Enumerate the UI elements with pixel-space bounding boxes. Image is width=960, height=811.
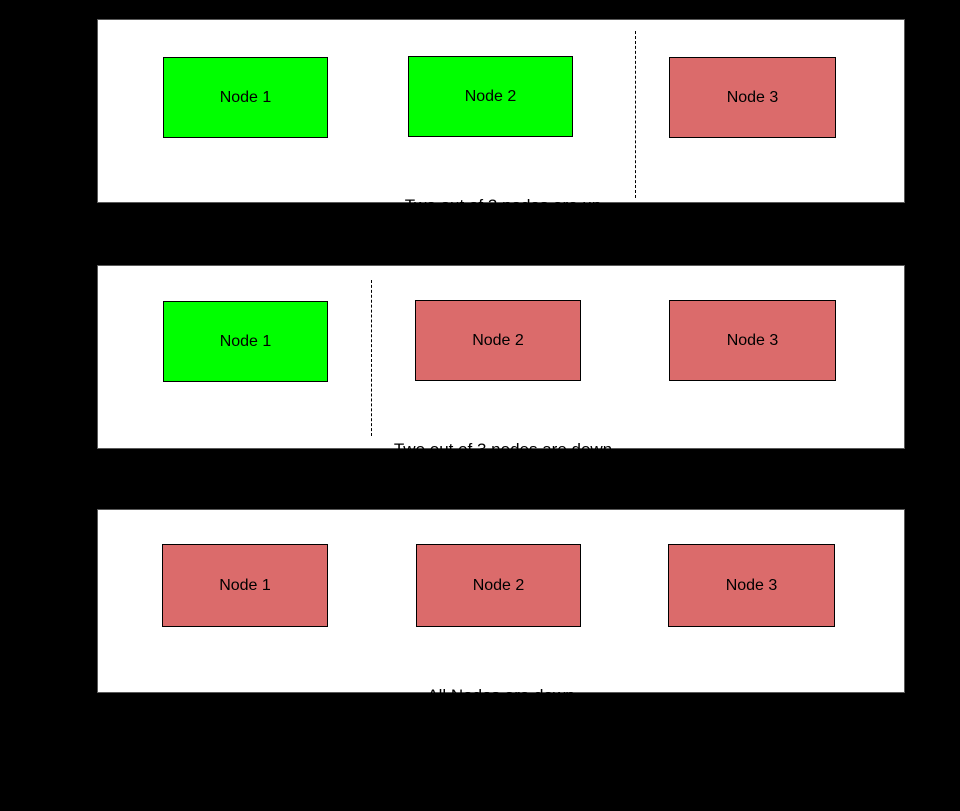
cluster-quorum-diagram: Node 1 Node 2 Node 3 Two out of 3 nodes … (97, 19, 905, 768)
node-box-down: Node 3 (669, 57, 836, 138)
node-box-up: Node 1 (163, 57, 328, 138)
caption-line-1: All Nodes are down (427, 686, 575, 705)
partition-dashed-line (635, 31, 636, 198)
panel-two-nodes-up: Node 1 Node 2 Node 3 Two out of 3 nodes … (97, 19, 905, 278)
node-box-down: Node 2 (415, 300, 581, 381)
node-box-up: Node 1 (163, 301, 328, 382)
node-label: Node 3 (726, 88, 779, 106)
node-box-down: Node 3 (668, 544, 835, 627)
panel-two-nodes-down: Node 1 Node 2 Node 3 Two out of 3 nodes … (97, 265, 905, 522)
node-box-up: Node 2 (408, 56, 573, 137)
node-box-down: Node 3 (669, 300, 836, 381)
partition-dashed-line (371, 280, 372, 436)
node-box-down: Node 2 (416, 544, 581, 627)
node-label: Node 2 (472, 576, 525, 594)
panel-caption: All Nodes are down Majority Fails & Clus… (276, 643, 726, 811)
caption-line-2: Majority Fails & Cluster Stops (389, 749, 613, 768)
node-label: Node 3 (726, 331, 779, 349)
node-box-down: Node 1 (162, 544, 328, 627)
node-label: Node 2 (464, 87, 517, 105)
node-label: Node 1 (219, 576, 271, 594)
panel-all-nodes-down: Node 1 Node 2 Node 3 All Nodes are down … (97, 509, 905, 768)
node-label: Node 2 (472, 331, 524, 349)
caption-line-1: Two out of 3 nodes are up (404, 196, 602, 215)
node-label: Node 1 (219, 332, 272, 350)
caption-line-1: Two out of 3 nodes are down (393, 440, 613, 459)
node-label: Node 1 (219, 88, 272, 106)
node-label: Node 3 (725, 576, 778, 594)
